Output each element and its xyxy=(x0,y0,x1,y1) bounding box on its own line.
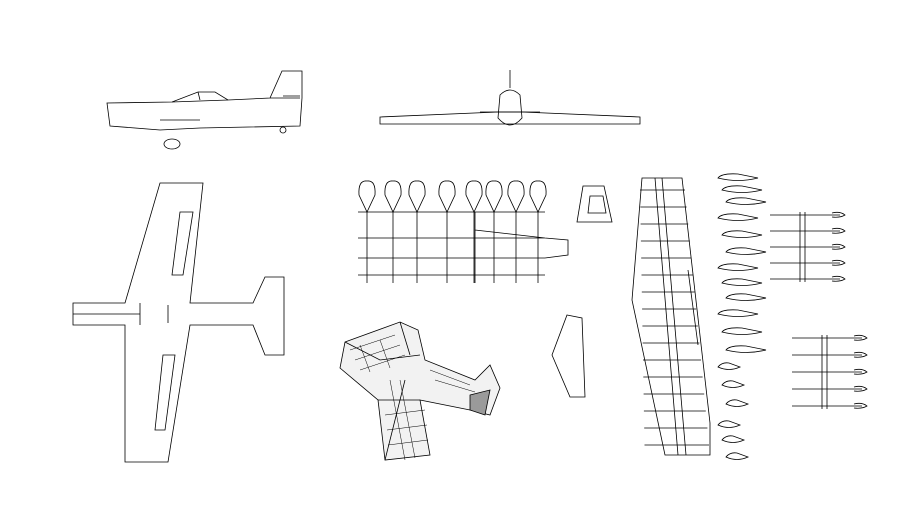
rudder-part xyxy=(552,315,585,397)
airfoil xyxy=(726,346,766,353)
small-rib-spar xyxy=(800,212,805,282)
rib-outline xyxy=(466,181,482,212)
airfoil xyxy=(726,294,766,301)
wing-panel xyxy=(632,178,710,455)
airfoil xyxy=(722,186,762,193)
airfoil xyxy=(726,400,748,407)
rib-outline xyxy=(409,181,425,212)
small-rib-set-upper xyxy=(770,212,845,282)
airfoil xyxy=(722,279,762,286)
side-view xyxy=(107,71,302,149)
airfoil xyxy=(718,264,758,271)
airfoil xyxy=(718,421,740,428)
rib-outline xyxy=(508,181,524,212)
rib-outline xyxy=(385,181,401,212)
airfoil-ribs xyxy=(718,174,766,460)
rib-outline xyxy=(359,181,375,212)
top-view xyxy=(73,183,284,462)
isometric-view xyxy=(340,322,500,460)
airfoil xyxy=(718,310,758,317)
small-rib-set-lower xyxy=(792,335,867,409)
airfoil xyxy=(718,363,740,370)
front-view xyxy=(380,70,640,125)
airfoil xyxy=(722,328,762,335)
airfoil xyxy=(722,436,744,443)
wing-spar xyxy=(655,178,686,455)
rib-outline xyxy=(530,181,546,212)
airfoil xyxy=(726,453,748,460)
airfoil xyxy=(726,198,766,205)
airfoil xyxy=(718,214,758,221)
rib-outline xyxy=(439,181,455,212)
rib-assembly xyxy=(358,181,568,283)
small-rib-spar xyxy=(822,335,827,409)
rib-frame xyxy=(358,212,568,283)
airfoil xyxy=(722,381,744,388)
airfoil xyxy=(722,231,762,238)
airfoil xyxy=(726,248,766,255)
fin-part xyxy=(577,186,612,222)
rib-outline xyxy=(486,181,502,212)
airfoil xyxy=(718,174,758,181)
